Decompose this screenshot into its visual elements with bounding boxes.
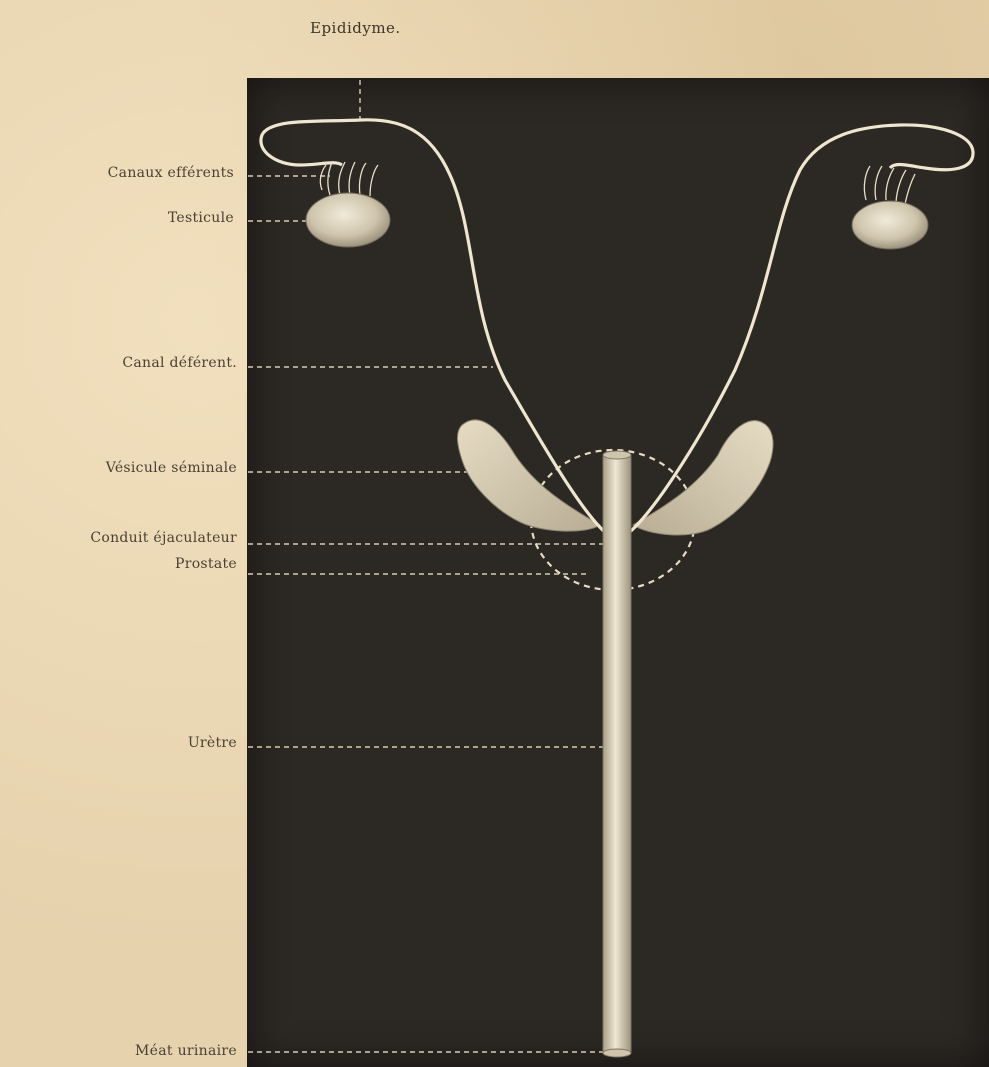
vas-deferens-left	[261, 120, 612, 538]
leader-lines	[248, 80, 608, 1052]
urethra-top-opening	[603, 451, 631, 459]
testicle-right	[852, 201, 928, 249]
urethra	[603, 452, 631, 1055]
vas-deferens-right	[622, 125, 973, 538]
testicle-left	[306, 193, 390, 247]
urinary-meatus	[603, 1049, 631, 1057]
seminal-vesicle-right	[633, 421, 773, 535]
seminal-vesicle-left	[457, 420, 600, 531]
efferent-ducts-right	[864, 166, 915, 204]
efferent-ducts-left	[320, 162, 378, 196]
